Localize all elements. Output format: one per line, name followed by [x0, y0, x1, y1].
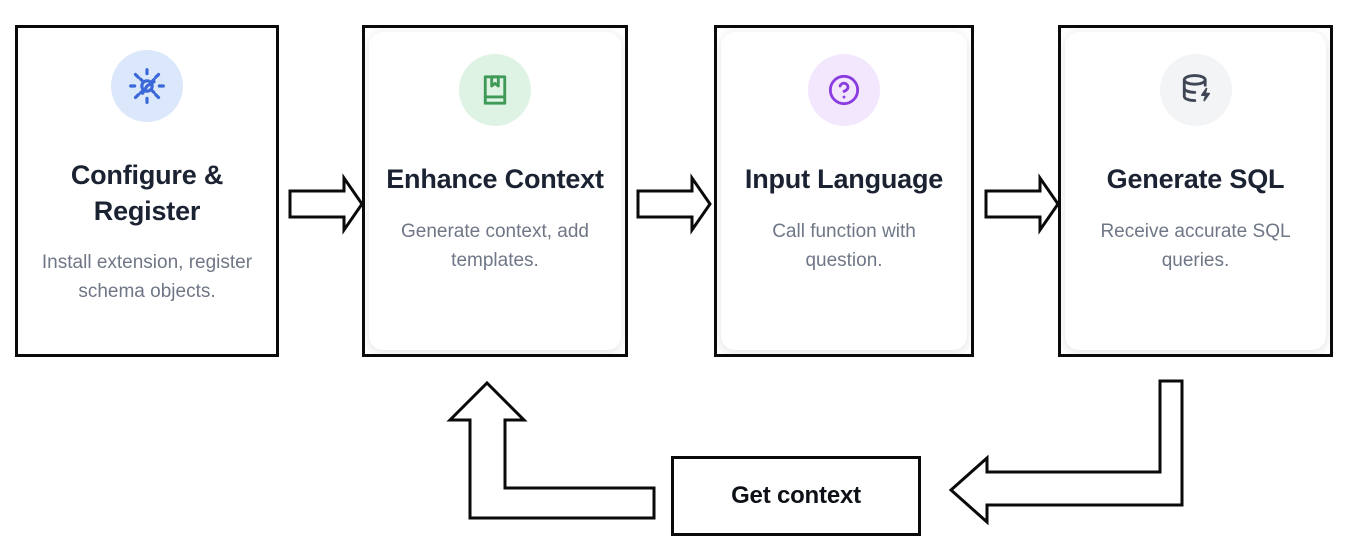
step-card-input-language[interactable]: Input Language Call function with questi…: [714, 25, 974, 357]
step-title: Enhance Context: [386, 164, 604, 194]
step-card-body: Generate SQL Receive accurate SQL querie…: [1065, 32, 1326, 350]
question-circle-icon: [808, 54, 880, 126]
gear-icon: [111, 50, 183, 122]
step-card-body: Input Language Call function with questi…: [721, 32, 967, 350]
feedback-arrow-in: [446, 380, 656, 520]
book-bookmark-icon: [459, 54, 531, 126]
step-title: Input Language: [744, 164, 944, 194]
step-card-generate-sql[interactable]: Generate SQL Receive accurate SQL querie…: [1058, 25, 1333, 357]
feedback-arrow-out: [948, 379, 1184, 526]
step-card-body: Configure & Register Install extension, …: [18, 28, 276, 354]
step-title: Generate SQL: [1106, 164, 1285, 194]
step-description: Generate context, add templates.: [400, 220, 589, 271]
step-card-body: Enhance Context Generate context, add te…: [369, 32, 621, 350]
arrow-right-2: [636, 173, 712, 235]
step-description: Receive accurate SQL queries.: [1100, 220, 1291, 271]
step-card-configure-register[interactable]: Configure & Register Install extension, …: [15, 25, 279, 357]
step-description: Call function with question.: [772, 220, 916, 271]
step-title: Configure & Register: [70, 160, 224, 226]
step-card-enhance-context[interactable]: Enhance Context Generate context, add te…: [362, 25, 628, 357]
database-bolt-icon: [1159, 54, 1232, 126]
get-context-box[interactable]: Get context: [671, 456, 921, 536]
get-context-label: Get context: [731, 482, 861, 509]
arrow-right-3: [984, 173, 1060, 235]
step-description: Install extension, register schema objec…: [41, 252, 253, 303]
arrow-right-1: [288, 173, 364, 235]
